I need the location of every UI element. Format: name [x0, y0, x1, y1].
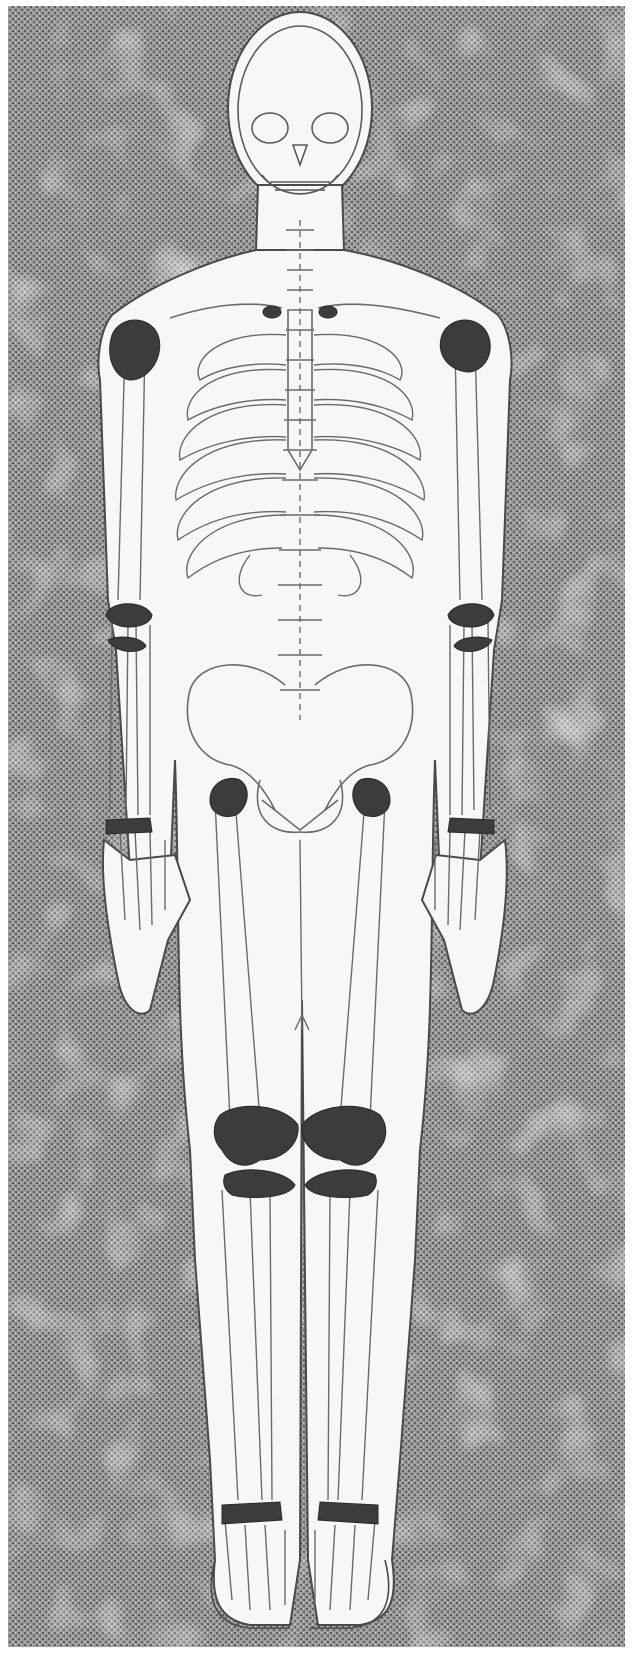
right-wrist-joint — [106, 818, 152, 834]
left-ankle-joint — [318, 1502, 378, 1524]
left-sternoclavicular-joint — [319, 306, 337, 318]
left-knee-joint — [302, 1106, 386, 1197]
right-ankle-joint — [222, 1502, 282, 1524]
left-wrist-joint — [448, 818, 494, 834]
right-sternoclavicular-joint — [263, 306, 281, 318]
right-knee-joint — [214, 1106, 298, 1197]
